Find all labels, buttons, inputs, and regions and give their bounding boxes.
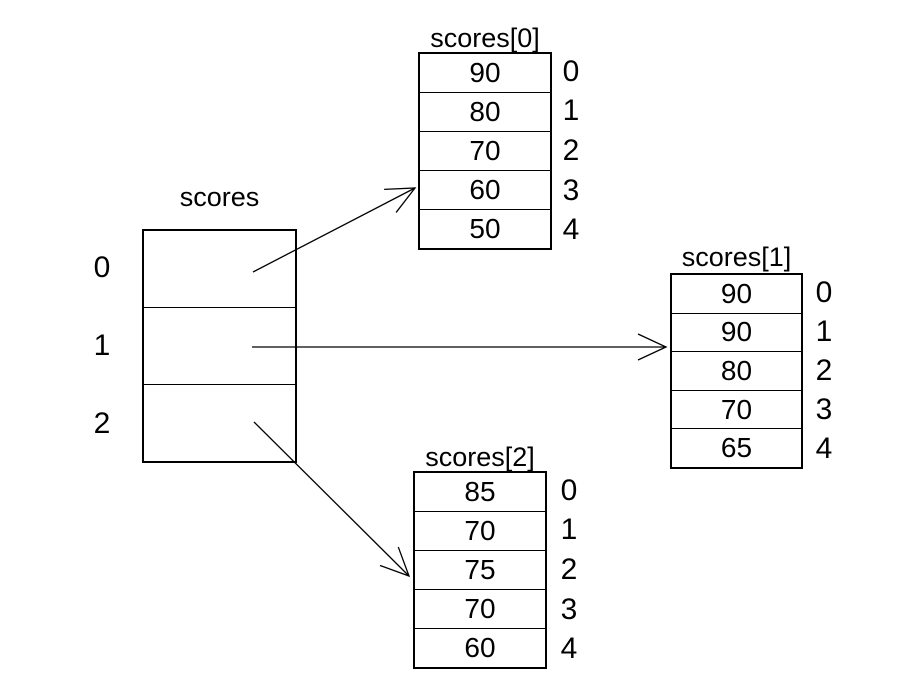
sub-array-2-title: scores[2] xyxy=(425,442,535,472)
sub-array-1-cell-4: 65 xyxy=(672,428,801,467)
sub-array-1-index-0: 0 xyxy=(815,275,833,309)
sub-array-2-box: 85 70 75 70 60 xyxy=(413,471,547,669)
sub-array-0-cell-4: 50 xyxy=(420,209,550,248)
sub-array-0-index-column: 0 1 2 3 4 xyxy=(559,52,583,250)
sub-array-2-cell-2: 75 xyxy=(415,550,545,589)
sub-array-0-title: scores[0] xyxy=(430,23,540,53)
sub-array-1-index-column: 0 1 2 3 4 xyxy=(812,273,836,469)
sub-array-2-index-1: 1 xyxy=(560,513,578,547)
sub-array-2-index-4: 4 xyxy=(560,632,578,666)
sub-array-0-cell-1: 80 xyxy=(420,92,550,131)
sub-array-2-index-2: 2 xyxy=(560,552,578,586)
sub-array-2-index-column: 0 1 2 3 4 xyxy=(557,471,581,669)
sub-array-2-cell-1: 70 xyxy=(415,511,545,550)
main-array-box xyxy=(142,229,297,463)
sub-array-2-cell-0: 85 xyxy=(464,476,496,507)
sub-array-1-cell-0: 90 xyxy=(720,277,753,309)
sub-array-2-cell-4: 60 xyxy=(415,628,545,667)
main-array-cell-2 xyxy=(144,384,295,461)
sub-array-0-cell-2: 70 xyxy=(420,131,550,170)
main-index-0: 0 xyxy=(93,251,111,284)
main-array-title: scores xyxy=(179,182,260,212)
main-index-2: 2 xyxy=(93,407,111,440)
sub-array-1-index-2: 2 xyxy=(815,354,833,387)
sub-array-1-cell-1: 90 xyxy=(672,312,801,352)
sub-array-1-cell-3: 70 xyxy=(672,389,801,429)
sub-array-1-title: scores[1] xyxy=(681,242,792,272)
main-array-cell-0 xyxy=(144,231,295,307)
main-index-1: 1 xyxy=(93,329,111,362)
sub-array-0-index-0: 0 xyxy=(562,54,580,88)
sub-array-0-index-2: 2 xyxy=(562,133,580,167)
main-array-index-column: 0 1 2 xyxy=(88,229,116,463)
sub-array-1-box: 90 90 80 70 65 xyxy=(670,273,803,469)
sub-array-0-cell-0: 90 xyxy=(469,57,501,88)
sub-array-0-cell-3: 60 xyxy=(420,170,550,209)
sub-array-2-cell-3: 70 xyxy=(415,589,545,628)
sub-array-0-index-3: 3 xyxy=(562,173,580,207)
sub-array-1-cell-2: 80 xyxy=(672,351,801,390)
sub-array-1-index-3: 3 xyxy=(815,393,833,427)
sub-array-0-index-4: 4 xyxy=(562,213,580,247)
sub-array-1-index-4: 4 xyxy=(815,432,833,466)
sub-array-2-index-0: 0 xyxy=(560,473,578,507)
sub-array-1-index-1: 1 xyxy=(815,314,833,348)
sub-array-2-index-3: 3 xyxy=(560,592,578,626)
sub-array-0-box: 90 80 70 60 50 xyxy=(418,52,552,250)
sub-array-0-index-1: 1 xyxy=(562,94,580,128)
main-array-cell-1 xyxy=(144,307,295,384)
